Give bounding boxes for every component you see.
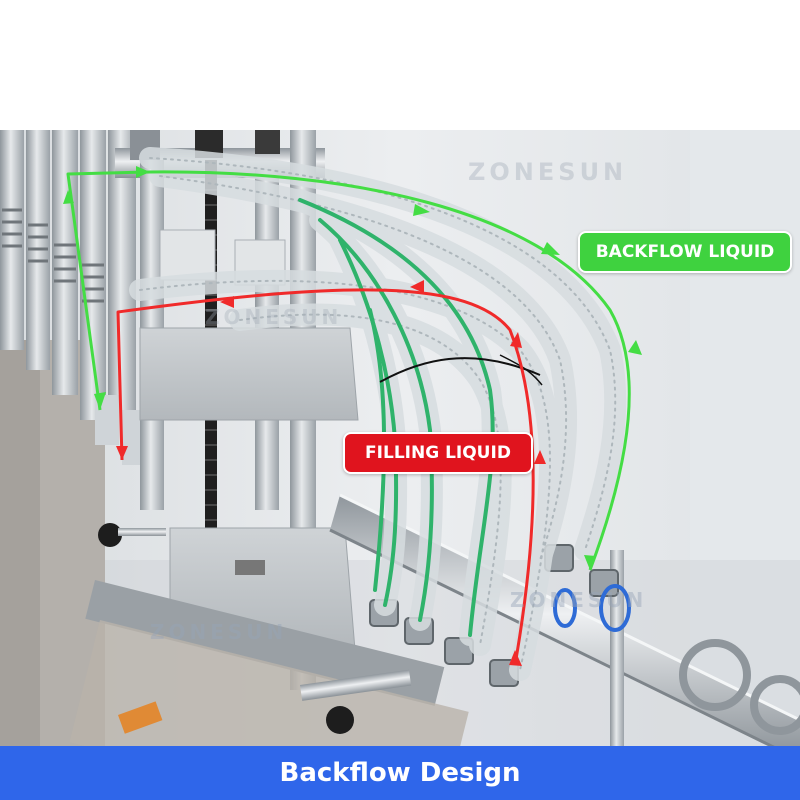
nozzle-row [0,130,144,465]
backflow-liquid-label: BACKFLOW LIQUID [578,231,792,273]
backflow-arrows [63,166,642,570]
watermark-logo: ZONESUN [510,588,648,612]
hose-bundle [129,147,627,681]
manifold-pipe [329,493,800,746]
backflow-path [66,170,631,571]
caption-banner: Backflow Design [0,746,800,800]
watermark-logo: ZONESUN [468,158,628,186]
watermark-logo: ZONESUN [205,305,343,329]
caption-title: Backflow Design [279,758,521,788]
filling-path [116,288,535,666]
watermark-logo: ZONESUN [150,620,288,644]
filling-liquid-label: FILLING LIQUID [343,432,533,474]
filling-arrows [116,280,546,666]
